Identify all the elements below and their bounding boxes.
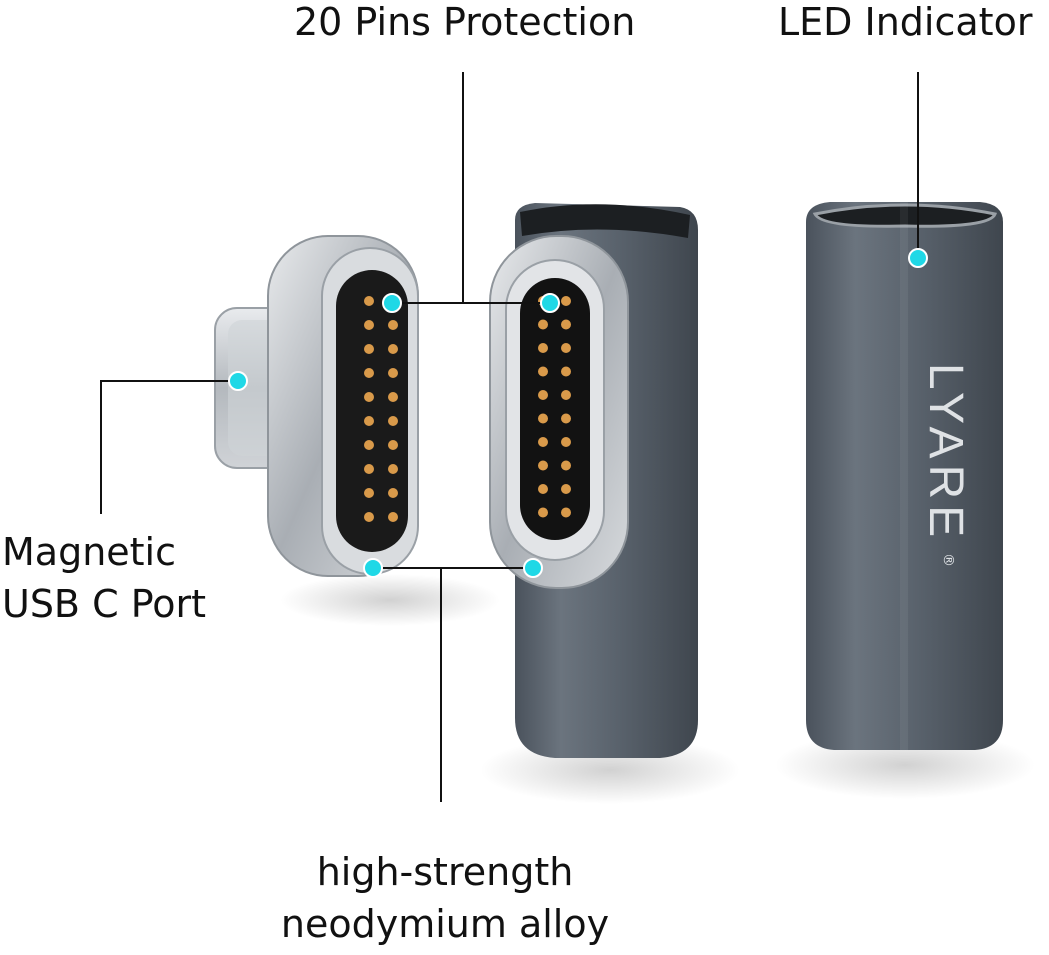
callout-led-label: LED Indicator [778,0,1033,44]
adapter-body [489,203,698,758]
pin [538,437,548,447]
pin [388,440,398,450]
callout-alloy-line1: high-strength [316,850,574,894]
registered-mark: ® [940,553,956,567]
magnetic-tip-head [267,235,419,577]
callout-pins-label: 20 Pins Protection [294,0,636,44]
pin [388,344,398,354]
callout-port-line2: USB C Port [2,582,207,626]
callout-alloy-line2: neodymium alloy [280,902,610,946]
marker-dot [908,248,928,268]
pin [388,392,398,402]
pin [538,413,548,424]
pin [388,464,398,474]
marker-dot [228,371,248,391]
pin [388,512,398,522]
pin [538,507,548,518]
pin [364,440,374,450]
callout-line-port [100,380,238,514]
pin [364,416,374,426]
pin-array [538,296,571,518]
pin [561,413,571,424]
pin [388,416,398,426]
pin [538,484,548,494]
brand-logo: LYARE [919,363,972,543]
pin [561,460,571,471]
pin [538,460,548,471]
pin [561,343,571,353]
pin [538,366,548,377]
pin [388,320,398,330]
pin [561,437,571,447]
pin [364,296,374,306]
pin [364,488,374,498]
pin [561,319,571,330]
callout-port-label: Magnetic USB C Port [2,526,206,630]
pin-array [364,296,398,522]
pin [561,484,571,494]
marker-dot [523,558,543,578]
pin [538,319,548,330]
pin [364,368,374,378]
pin [561,390,571,400]
pin [561,507,571,518]
callout-lines [100,72,919,802]
pin [388,368,398,378]
pin [364,344,374,354]
marker-dot [540,293,560,313]
marker-dot [382,293,402,313]
callout-alloy-label: high-strength neodymium alloy [280,846,610,950]
marker-dot [363,558,383,578]
pin [364,320,374,330]
adapter-back [806,200,1003,750]
pin [561,366,571,377]
shadow [280,574,500,626]
pin [364,512,374,522]
pin [538,390,548,400]
pin [364,392,374,402]
pin [388,488,398,498]
markers [228,248,928,578]
pin [538,343,548,353]
pin [364,464,374,474]
callout-port-line1: Magnetic [2,530,177,574]
pin [561,296,571,306]
